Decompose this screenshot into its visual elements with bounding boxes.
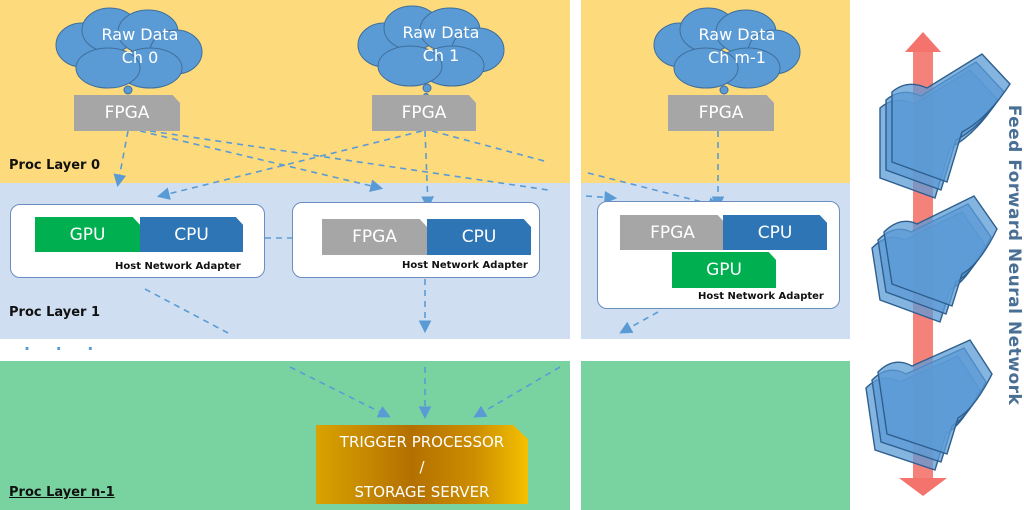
nn-arrow-head	[899, 478, 947, 496]
trigger-line1: TRIGGER PROCESSOR	[339, 433, 505, 451]
fpga-ch0: FPGA	[74, 95, 180, 131]
node0-gpu: GPU	[35, 217, 140, 252]
node1-adapter-label: Host Network Adapter	[402, 260, 528, 271]
node2-gpu: GPU	[672, 252, 776, 288]
cloud-line1: Raw Data	[101, 25, 179, 44]
cloud-chm1-text: Raw Data Ch m-1	[677, 24, 797, 109]
cloud-line2: Ch 1	[422, 46, 460, 65]
layer0-label: Proc Layer 0	[9, 158, 101, 173]
cloud-line2: Ch m-1	[708, 48, 766, 67]
trigger-line2: /	[419, 458, 425, 476]
cloud-ch0	[55, 7, 203, 101]
node1-cpu: CPU	[427, 219, 531, 255]
cloud-line1: Raw Data	[402, 23, 480, 42]
cloud-ch0-text: Raw Data Ch 0	[80, 24, 200, 109]
cloud-line2: Ch 0	[121, 48, 159, 67]
layer1-label: Proc Layer 1	[9, 305, 101, 320]
node0-cpu: CPU	[140, 217, 243, 252]
fpga-chm1: FPGA	[668, 95, 774, 131]
layern-label: Proc Layer n-1	[9, 485, 115, 500]
cloud-chm1	[653, 7, 801, 101]
node1-fpga: FPGA	[322, 219, 427, 255]
node0-adapter-label: Host Network Adapter	[115, 261, 241, 272]
node2-cpu: CPU	[723, 215, 827, 250]
nn-arrow-tail	[905, 32, 941, 52]
layern-band-right	[581, 361, 850, 510]
layer-ellipsis: . . .	[24, 335, 104, 354]
cloud-ch1	[357, 5, 505, 99]
trigger-processor-box: TRIGGER PROCESSOR / STORAGE SERVER	[316, 425, 528, 504]
cloud-line1: Raw Data	[698, 25, 776, 44]
trigger-line3: STORAGE SERVER	[354, 483, 490, 501]
cloud-ch1-text: Raw Data Ch 1	[381, 22, 501, 107]
node2-fpga: FPGA	[620, 215, 725, 250]
side-title: Feed Forward Neural Network	[1004, 104, 1024, 406]
fpga-ch1: FPGA	[372, 95, 476, 131]
node2-adapter-label: Host Network Adapter	[698, 291, 824, 302]
